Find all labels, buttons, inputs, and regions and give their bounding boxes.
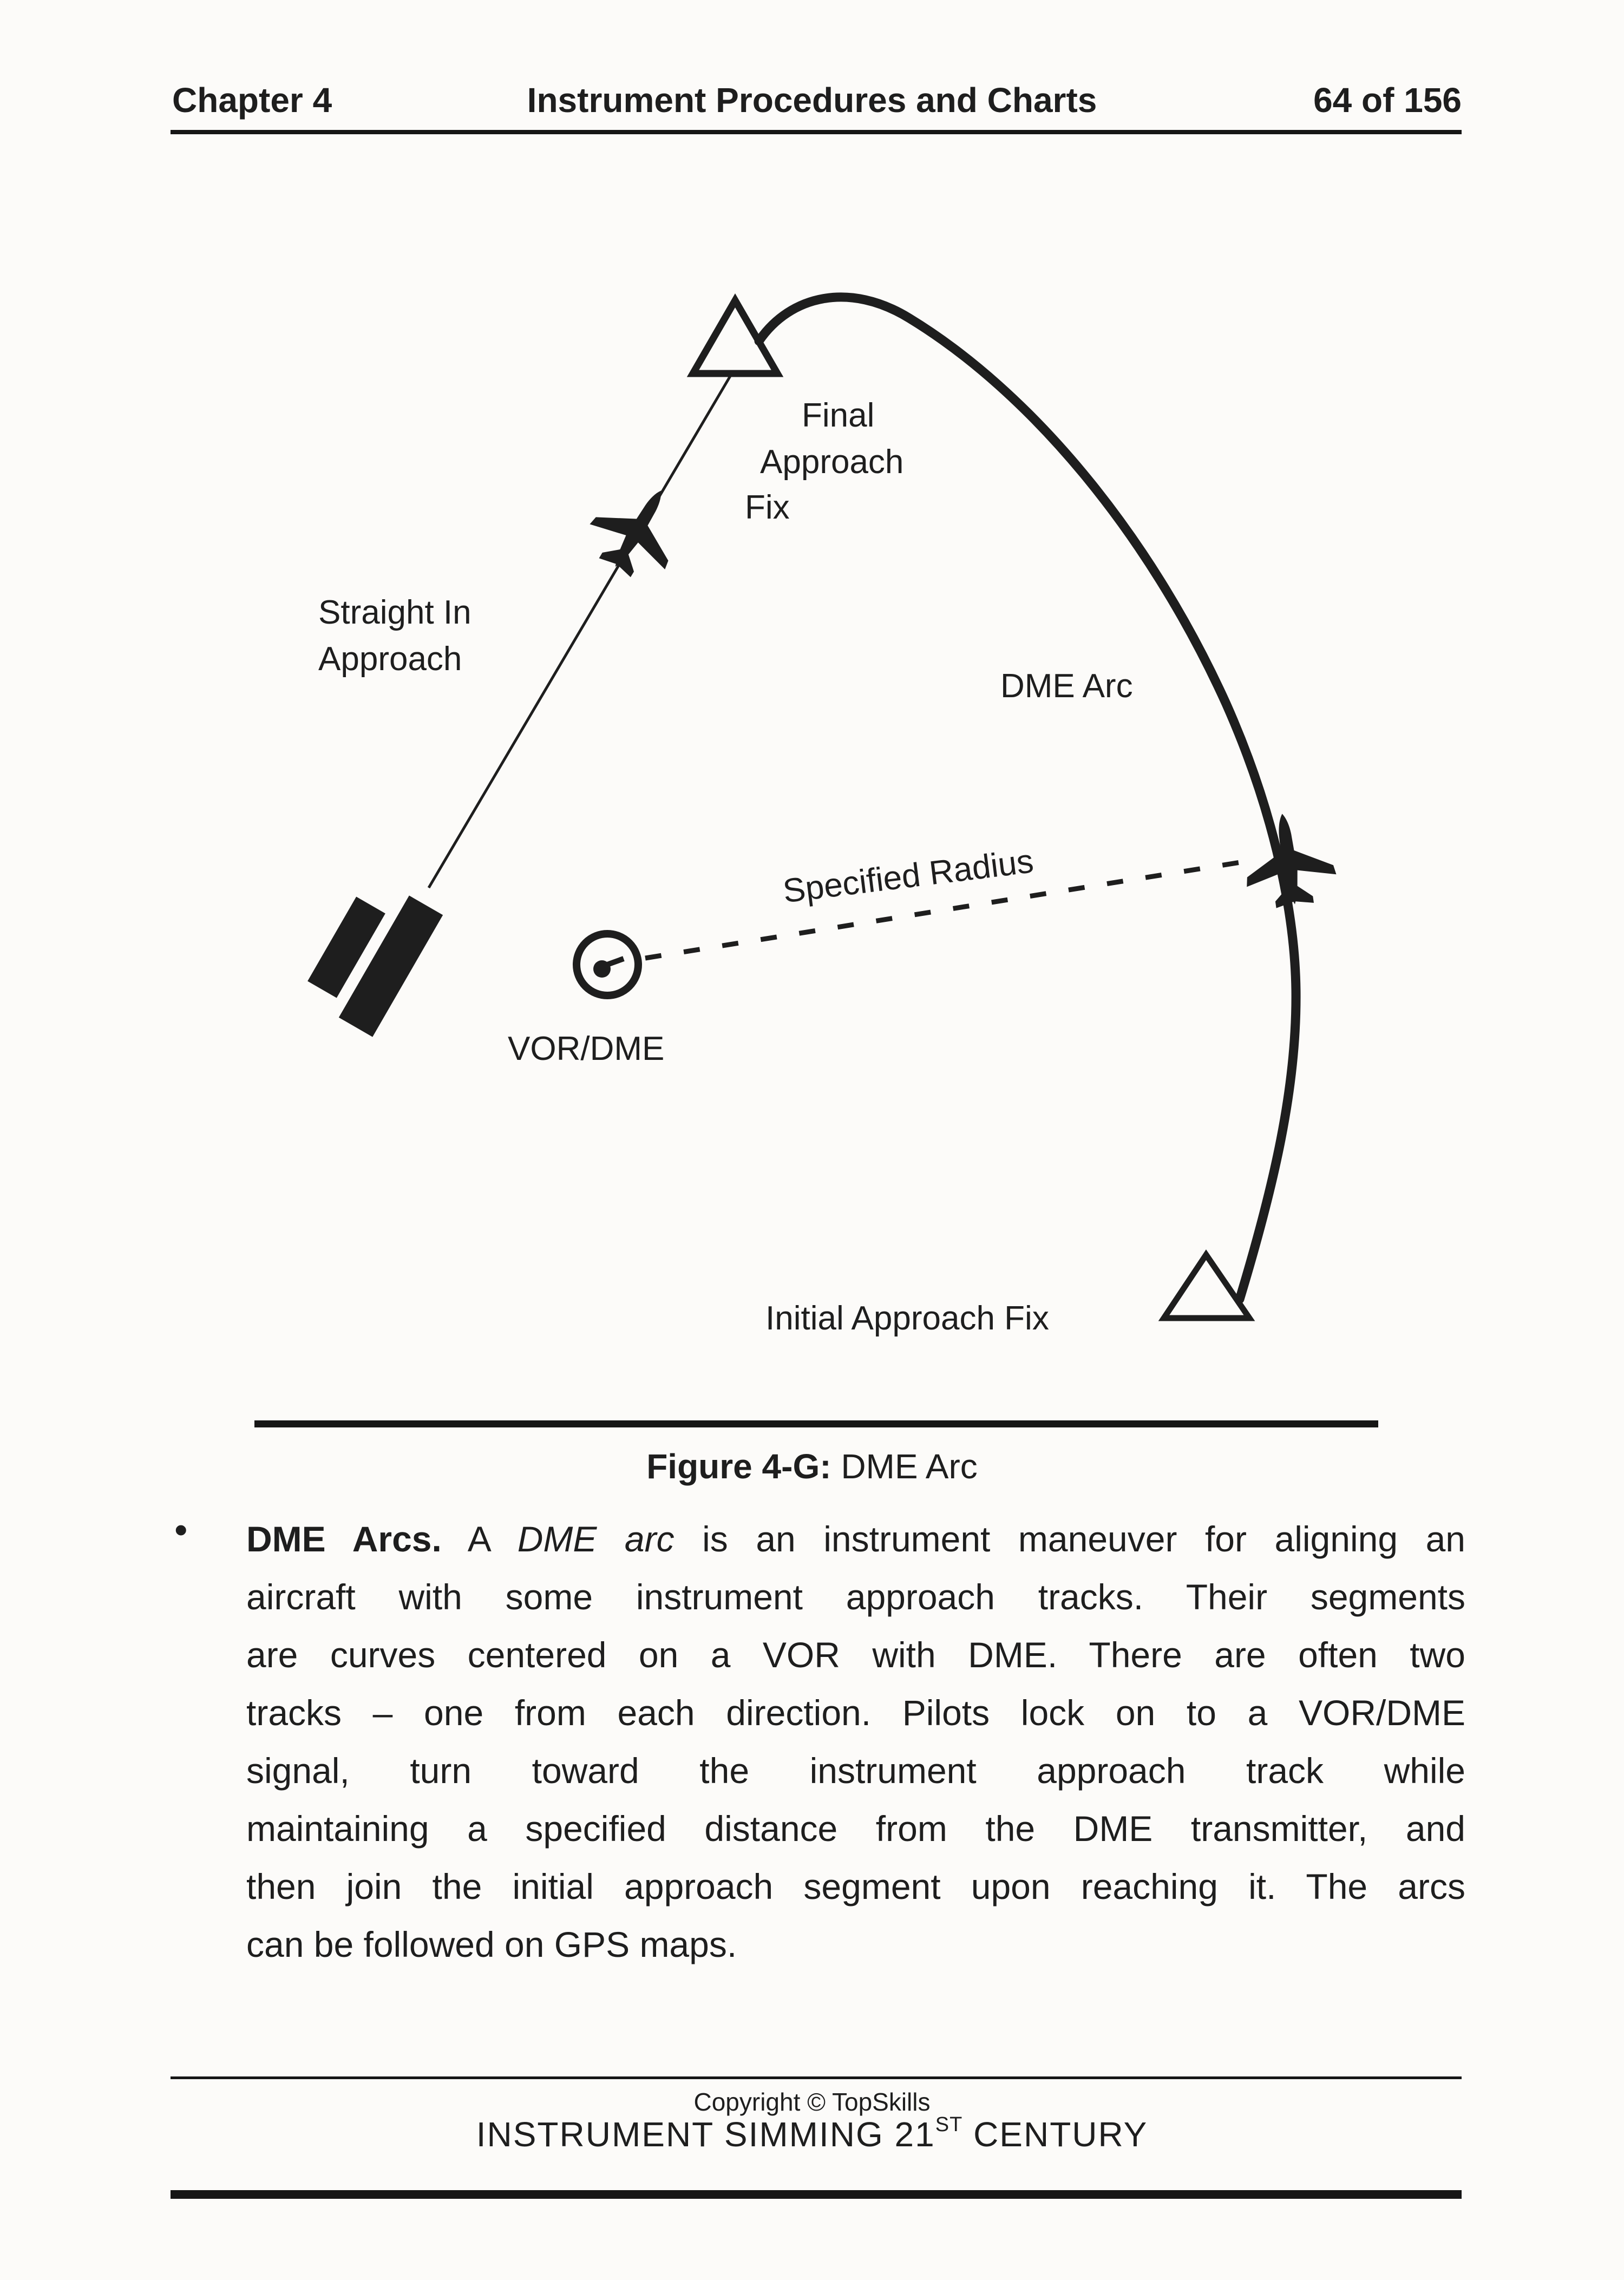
initial-approach-fix-triangle-icon: [1158, 1249, 1255, 1321]
paragraph-text-segment: are curves centered on a VOR with DME. T…: [246, 1635, 1465, 1675]
paragraph-line: DME Arcs. A DME arc is an instrument man…: [246, 1510, 1465, 1568]
paragraph-text-segment: tracks – one from each direction. Pilots…: [246, 1693, 1465, 1733]
header-rule: [171, 130, 1462, 134]
paragraph-text-segment: signal, turn toward the instrument appro…: [246, 1751, 1465, 1791]
vor-dme-station-icon: [573, 930, 642, 999]
footer-rule-thin: [171, 2076, 1462, 2079]
footer-copyright: Copyright © TopSkills: [693, 2088, 931, 2116]
footer-title-superscript: ST: [935, 2113, 963, 2136]
specified-radius-dashed-line: [645, 857, 1258, 961]
paragraph-text-segment: A: [441, 1519, 518, 1559]
aircraft-straight-in-icon: [577, 468, 699, 591]
paragraph-line: are curves centered on a VOR with DME. T…: [246, 1626, 1465, 1684]
label-straight-approach: Approach: [318, 640, 462, 678]
dme-arc-curve: [754, 292, 1301, 1304]
paragraph-text-segment: can be followed on GPS maps.: [246, 1924, 737, 1964]
label-vor-dme: VOR/DME: [508, 1030, 665, 1067]
paragraph-line: signal, turn toward the instrument appro…: [246, 1742, 1465, 1800]
figure-rule: [254, 1420, 1378, 1427]
footer-title-part1: INSTRUMENT SIMMING 21: [476, 2115, 935, 2154]
paragraph-line: then join the initial approach segment u…: [246, 1858, 1465, 1916]
label-fix: Fix: [745, 489, 790, 526]
paragraph-text-segment: is an instrument maneuver for aligning a…: [674, 1519, 1465, 1559]
figure-caption-text: DME Arc: [831, 1447, 978, 1486]
paragraph-text-segment: DME arc: [517, 1519, 675, 1559]
bullet-paragraph-lines: DME Arcs. A DME arc is an instrument man…: [246, 1510, 1465, 1974]
header-page-number: 64 of 156: [1313, 81, 1462, 120]
figure-caption-label: Figure 4-G:: [646, 1447, 831, 1486]
label-approach: Approach: [760, 443, 904, 481]
footer-title-part2: CENTURY: [962, 2115, 1148, 2154]
paragraph-text-segment: then join the initial approach segment u…: [246, 1866, 1465, 1906]
paragraph-line: maintaining a specified distance from th…: [246, 1800, 1465, 1858]
paragraph-text-segment: maintaining a specified distance from th…: [246, 1809, 1465, 1849]
paragraph-text-segment: aircraft with some instrument approach t…: [246, 1577, 1465, 1617]
paragraph-line: tracks – one from each direction. Pilots…: [246, 1684, 1465, 1742]
header-chapter: Chapter 4: [172, 81, 332, 120]
paragraph-text-segment: DME Arcs.: [246, 1519, 442, 1559]
footer-rule-thick: [171, 2190, 1462, 2199]
label-final: Final: [802, 397, 875, 434]
footer-book-title: INSTRUMENT SIMMING 21ST CENTURY: [0, 2113, 1624, 2154]
label-straight-in: Straight In: [318, 594, 472, 631]
straight-in-approach-line: [427, 374, 732, 889]
header-title: Instrument Procedures and Charts: [527, 81, 1097, 120]
aircraft-on-arc-icon: [1237, 807, 1340, 912]
runway-icon: [307, 895, 443, 1037]
paragraph-line: can be followed on GPS maps.: [246, 1916, 1465, 1974]
bullet-marker: •: [174, 1509, 188, 1551]
figure-caption: Figure 4-G: DME Arc: [0, 1446, 1624, 1486]
label-initial-approach-fix: Initial Approach Fix: [765, 1300, 1049, 1337]
paragraph-line: aircraft with some instrument approach t…: [246, 1568, 1465, 1626]
dme-arc-diagram: [307, 292, 1340, 1321]
label-dme-arc: DME Arc: [1000, 667, 1133, 705]
